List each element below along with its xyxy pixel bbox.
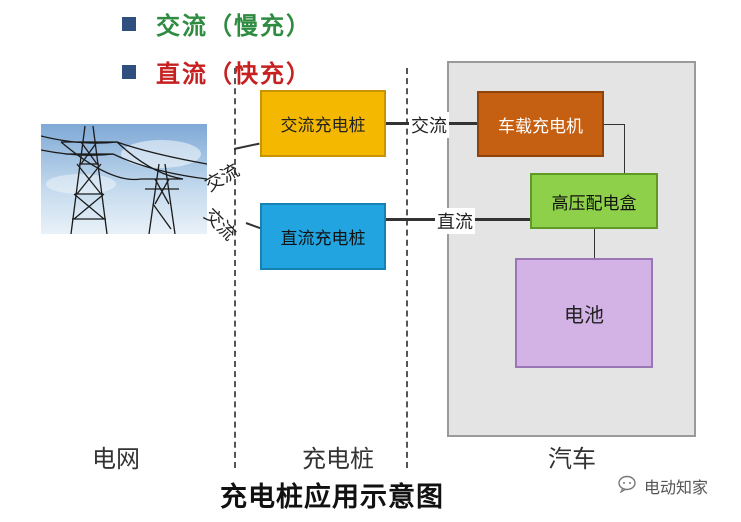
- divider-pile-car: [406, 68, 408, 468]
- wire-hvbox-battery: [594, 229, 595, 259]
- wire-charger-right: [603, 124, 625, 125]
- hv-distribution-box: 高压配电盒: [530, 173, 658, 229]
- wire-charger-down: [624, 124, 625, 174]
- legend-ac: 交流（慢充）: [122, 6, 312, 41]
- legend-dc: 直流（快充）: [122, 54, 312, 89]
- wire-grid-ac: [233, 142, 260, 150]
- region-label-pile: 充电桩: [302, 445, 374, 473]
- watermark: 电动知家: [618, 474, 708, 498]
- legend-ac-label: 交流（慢充）: [156, 12, 312, 40]
- region-label-grid: 电网: [92, 445, 140, 473]
- legend-dc-label: 直流（快充）: [156, 60, 312, 88]
- chat-bubble-icon: [618, 475, 638, 498]
- ac-charging-pile: 交流充电桩: [260, 90, 386, 157]
- onboard-charger: 车载充电机: [477, 91, 604, 157]
- diagram-caption: 充电桩应用示意图: [220, 482, 444, 513]
- label-dc-to-car: 直流: [435, 208, 475, 234]
- square-bullet-icon: [122, 64, 136, 79]
- battery: 电池: [515, 258, 653, 368]
- label-ac-to-car: 交流: [409, 112, 449, 138]
- divider-grid-pile: [234, 68, 236, 468]
- dc-charging-pile: 直流充电桩: [260, 203, 386, 270]
- power-pylon-icon: [41, 124, 207, 234]
- region-label-car: 汽车: [548, 445, 596, 473]
- watermark-label: 电动知家: [644, 478, 709, 497]
- square-bullet-icon: [122, 16, 136, 31]
